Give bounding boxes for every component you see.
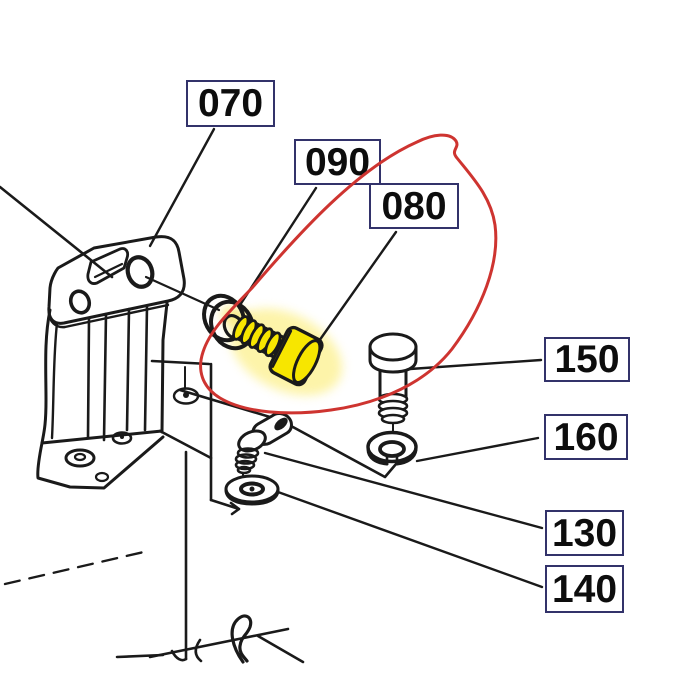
mounting-bracket-070	[36, 235, 186, 490]
leader-160	[415, 436, 540, 463]
bolt-150	[368, 332, 418, 437]
grease-fitting-130	[234, 412, 293, 482]
part-label-160: 160	[544, 414, 628, 460]
part-label-090-text: 090	[304, 140, 371, 184]
part-label-160-text: 160	[553, 415, 619, 459]
part-label-130-text: 130	[551, 511, 618, 555]
part-label-140-text: 140	[551, 567, 618, 611]
machine-frame-lines	[0, 185, 398, 664]
part-label-090: 090	[294, 139, 381, 185]
part-label-080-text: 080	[381, 184, 447, 228]
leader-140	[276, 490, 544, 589]
washer-140	[224, 474, 280, 506]
leader-150	[408, 358, 543, 371]
part-label-140: 140	[545, 565, 624, 613]
part-label-070: 070	[186, 80, 275, 127]
leader-lines	[144, 127, 544, 589]
part-label-130: 130	[545, 510, 624, 556]
part-label-150-text: 150	[554, 338, 620, 381]
leader-080	[317, 230, 398, 343]
leader-090	[238, 186, 318, 307]
part-label-080: 080	[369, 183, 459, 229]
lock-washer-160	[366, 430, 418, 466]
leader-070	[148, 127, 216, 248]
part-label-150: 150	[544, 337, 630, 382]
part-label-070-text: 070	[197, 82, 264, 125]
leader-130	[263, 451, 544, 530]
